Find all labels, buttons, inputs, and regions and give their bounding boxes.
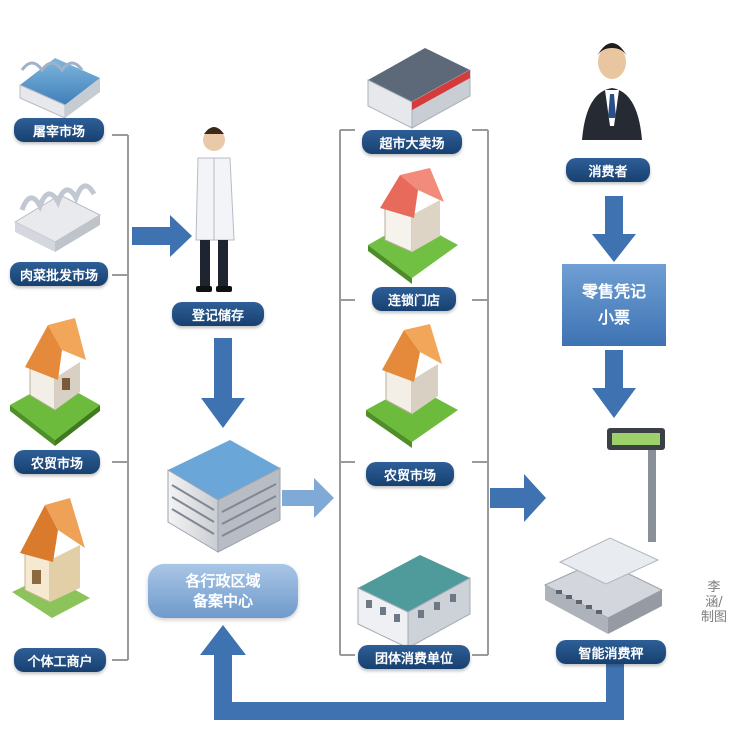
retailer-label-chain-store: 连锁门店 xyxy=(372,287,456,311)
receipt-line-2: 小票 xyxy=(597,308,630,327)
arrow-scale-back-to-center xyxy=(200,625,624,720)
group-consumer-building-icon xyxy=(357,555,471,649)
receipt-line-1: 零售凭记 xyxy=(581,282,646,301)
retail-bracket-right xyxy=(472,129,489,656)
consumer-person-icon xyxy=(582,43,642,140)
image-credit: 李涵/制图 xyxy=(700,580,727,625)
source-label-individual-business: 个体工商户 xyxy=(14,648,106,672)
arrow-sources-to-registration xyxy=(132,215,192,257)
arrow-center-to-retailers xyxy=(282,478,334,518)
retailer-label-farmers-market: 农贸市场 xyxy=(366,462,454,486)
filing-center-building-icon xyxy=(167,440,281,553)
filing-center-label: 各行政区域 备案中心 xyxy=(148,564,298,618)
retail-bracket-left xyxy=(339,129,355,656)
source-label-wholesale-market: 肉菜批发市场 xyxy=(10,262,108,286)
smart-scale-icon xyxy=(543,428,665,634)
registrar-person-icon xyxy=(195,127,235,292)
smart-scale-label: 智能消费秤 xyxy=(556,640,666,664)
left-bracket xyxy=(112,134,129,661)
arrow-receipt-to-scale xyxy=(592,350,636,418)
arrow-registration-to-center xyxy=(201,338,245,428)
retailer-label-group-consumer: 团体消费单位 xyxy=(358,645,470,669)
arrow-retailers-to-scale xyxy=(490,474,546,522)
registration-label: 登记储存 xyxy=(172,302,264,326)
retailer-label-supermarket: 超市大卖场 xyxy=(362,130,462,154)
individual-business-icon xyxy=(12,498,90,618)
wholesale-market-icon xyxy=(13,183,102,252)
farmers-market-icon xyxy=(10,318,100,446)
supermarket-icon xyxy=(367,48,471,129)
chain-store-icon xyxy=(368,168,458,284)
retail-receipt-box: 零售凭记 小票 xyxy=(562,264,666,346)
farmers-market-icon xyxy=(366,324,458,448)
filing-center-line-2: 备案中心 xyxy=(192,592,253,610)
source-label-farmers-market: 农贸市场 xyxy=(14,450,100,474)
slaughterhouse-icon xyxy=(19,58,100,119)
source-label-slaughterhouse: 屠宰市场 xyxy=(14,118,104,142)
filing-center-line-1: 各行政区域 xyxy=(185,572,261,590)
consumer-label: 消费者 xyxy=(566,158,650,182)
arrow-consumer-to-receipt xyxy=(592,196,636,262)
